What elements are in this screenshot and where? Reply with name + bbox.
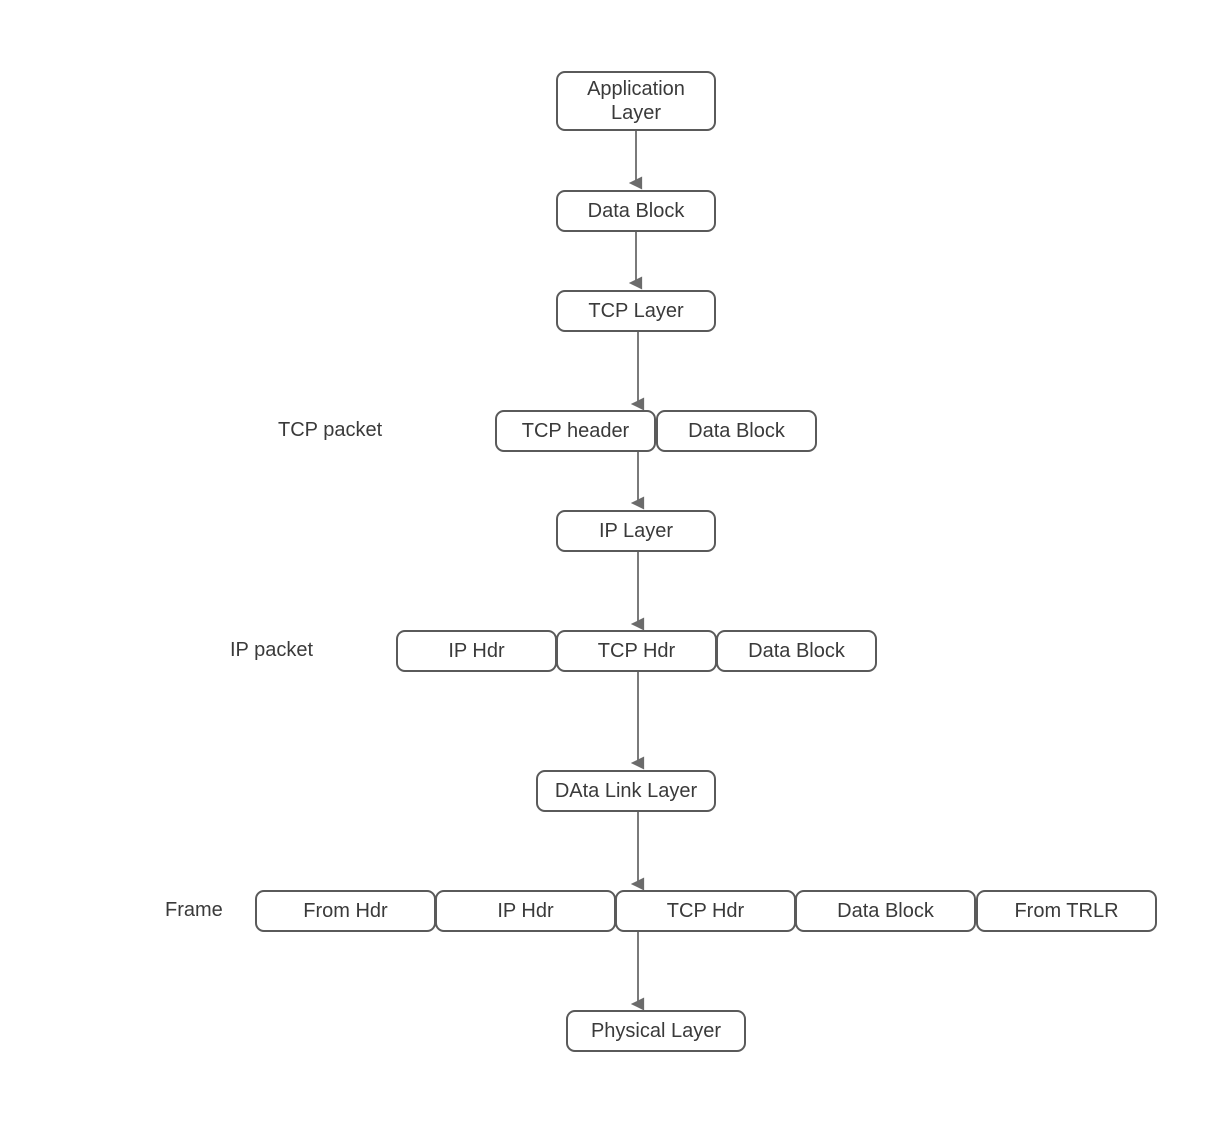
node-data-block[interactable]: Data Block	[556, 190, 716, 232]
node-ip-layer[interactable]: IP Layer	[556, 510, 716, 552]
ip-packet-field-ip-hdr[interactable]: IP Hdr	[396, 630, 557, 672]
frame-field-from-hdr[interactable]: From Hdr	[255, 890, 436, 932]
frame-field-ip-hdr[interactable]: IP Hdr	[435, 890, 616, 932]
node-application-layer[interactable]: Application Layer	[556, 71, 716, 131]
row-label-ip-packet: IP packet	[230, 639, 314, 661]
row-label-tcp-packet: TCP packet	[278, 419, 383, 441]
frame-field-data-block[interactable]: Data Block	[795, 890, 976, 932]
frame-field-tcp-hdr[interactable]: TCP Hdr	[615, 890, 796, 932]
frame-field-from-trlr[interactable]: From TRLR	[976, 890, 1157, 932]
node-tcp-layer[interactable]: TCP Layer	[556, 290, 716, 332]
ip-packet-field-tcp-hdr[interactable]: TCP Hdr	[556, 630, 717, 672]
row-label-frame: Frame	[165, 899, 223, 921]
tcp-packet-field-tcp-header[interactable]: TCP header	[495, 410, 656, 452]
node-data-link-layer[interactable]: DAta Link Layer	[536, 770, 716, 812]
node-physical-layer[interactable]: Physical Layer	[566, 1010, 746, 1052]
ip-packet-field-data-block[interactable]: Data Block	[716, 630, 877, 672]
tcp-packet-field-data-block[interactable]: Data Block	[656, 410, 817, 452]
